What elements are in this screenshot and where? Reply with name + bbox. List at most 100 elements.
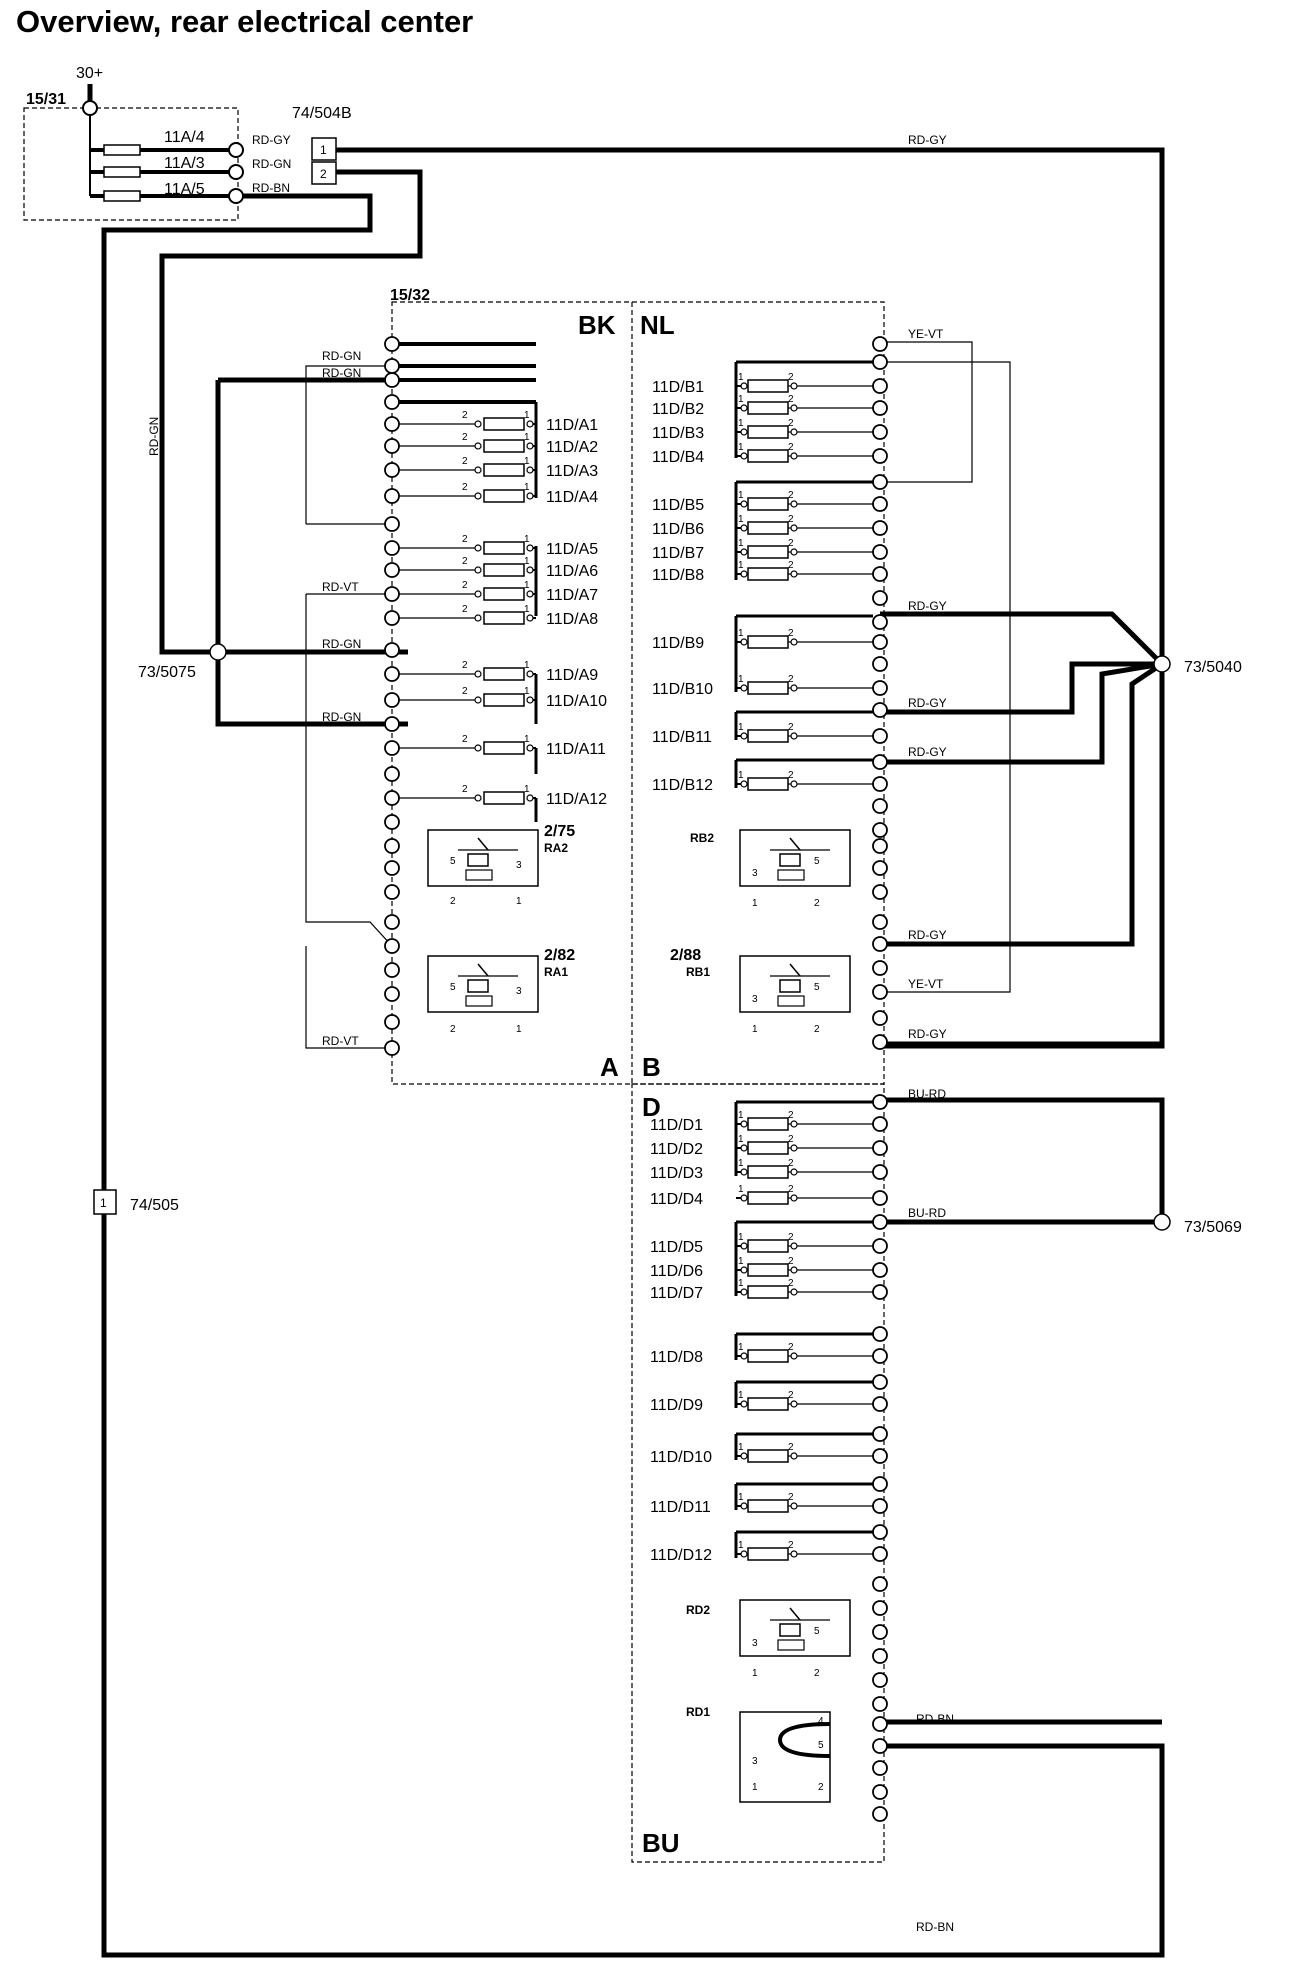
box-15-31-label: 15/31	[26, 91, 66, 108]
terminal-b	[872, 614, 888, 630]
pin-number: 1	[738, 1256, 744, 1267]
terminal-b	[872, 656, 888, 672]
fuse	[747, 425, 789, 439]
pin-number: 2	[462, 734, 468, 745]
pin-number: 2	[788, 1278, 794, 1289]
fuse-label-b: 11D/B11	[652, 729, 712, 746]
relay-ra2-label: RA2	[544, 841, 568, 855]
fuse	[483, 541, 525, 555]
pin-number: 2	[450, 896, 456, 907]
thin-wires	[305, 341, 1011, 1049]
terminal-a	[384, 610, 400, 626]
pin-number: 2	[788, 514, 794, 525]
pin-number: 1	[738, 674, 744, 685]
terminal-a	[384, 438, 400, 454]
pin-number: 1	[738, 1540, 744, 1551]
section-b-label: B	[642, 1052, 661, 1082]
terminal-d	[872, 1396, 888, 1412]
pin-number: 1	[738, 394, 744, 405]
pin-number: 2	[462, 580, 468, 591]
fuse-pin	[790, 1400, 798, 1408]
fuse-pin	[526, 492, 534, 500]
pin-number: 5	[814, 982, 820, 993]
terminal-d	[872, 1624, 888, 1640]
pin-number: 1	[738, 1184, 744, 1195]
relay	[739, 955, 851, 1013]
terminal-d	[872, 1164, 888, 1180]
fuse	[747, 681, 789, 695]
pin-number: 2	[320, 167, 327, 181]
pin-number: 1	[738, 1134, 744, 1145]
fuse	[747, 521, 789, 535]
terminal-d	[872, 1576, 888, 1592]
fuse-label-b: 11D/B4	[652, 449, 704, 466]
pin-number: 2	[462, 604, 468, 615]
fuse-label-a: 11D/A11	[546, 741, 606, 758]
main-fuse-block	[82, 100, 244, 204]
pin-number: 1	[738, 1110, 744, 1121]
terminal-b	[872, 634, 888, 650]
relay	[739, 829, 851, 887]
pin-number: 1	[524, 580, 530, 591]
fuse-pin	[790, 1242, 798, 1250]
relay-rb1-label: RB1	[686, 965, 710, 979]
terminal-b	[872, 1010, 888, 1026]
pin-number: 2	[788, 418, 794, 429]
fuse-pin	[740, 1120, 748, 1128]
terminal-a	[384, 516, 400, 532]
terminal-d	[872, 1190, 888, 1206]
fuse-pin	[740, 1168, 748, 1176]
fuse-pin	[526, 744, 534, 752]
fuse-label-b: 11D/B9	[652, 635, 704, 652]
section-a-label: A	[600, 1052, 619, 1082]
pin-number: 1	[738, 372, 744, 383]
fuse	[483, 791, 525, 805]
fuse	[747, 497, 789, 511]
fuse-pin	[740, 684, 748, 692]
pin-number: 1	[752, 1668, 758, 1679]
pin-number: 1	[738, 1442, 744, 1453]
terminal-d	[872, 1760, 888, 1776]
terminal-d	[872, 1600, 888, 1616]
pin-number: 1	[738, 1342, 744, 1353]
fuse-pin	[790, 780, 798, 788]
terminal-a	[384, 562, 400, 578]
pin-number: 3	[516, 986, 522, 997]
fuse-pin	[474, 566, 482, 574]
fuse	[747, 379, 789, 393]
terminal-d	[872, 1448, 888, 1464]
splice-73-5075	[209, 643, 227, 661]
pin-number: 2	[788, 372, 794, 383]
fuse-pin	[790, 1266, 798, 1274]
wire-label-rd-gn: RD-GN	[322, 349, 361, 363]
wire-label-rd-bn: RD-BN	[252, 181, 290, 195]
fuse-label-d: 11D/D10	[650, 1449, 712, 1466]
fuse-pin	[740, 570, 748, 578]
terminal-a	[384, 394, 400, 410]
splice-73-5069	[1153, 1213, 1171, 1231]
connector-74-505: 1	[93, 1189, 117, 1215]
pin-number: 1	[738, 1492, 744, 1503]
terminal-b	[872, 960, 888, 976]
pin-number: 1	[320, 143, 327, 157]
fuse-label-a: 11D/A4	[546, 489, 598, 506]
fuse-pin	[740, 1400, 748, 1408]
main-wires	[87, 84, 1165, 1958]
fuse	[747, 1285, 789, 1299]
terminal-b	[872, 884, 888, 900]
fuse-label-a: 11D/A3	[546, 463, 598, 480]
wire-label-ye-vt: YE-VT	[908, 977, 944, 991]
fuse-pin	[790, 1452, 798, 1460]
pin-number: 1	[738, 514, 744, 525]
pin-number: 2	[788, 722, 794, 733]
pin-number: 3	[752, 994, 758, 1005]
pin-number: 1	[752, 898, 758, 909]
pin-number: 1	[100, 1196, 107, 1210]
terminal-d	[872, 1238, 888, 1254]
pin-number: 1	[738, 1232, 744, 1243]
pin-number: 5	[450, 982, 456, 993]
fuse-pin	[740, 1452, 748, 1460]
terminal-a	[384, 358, 400, 374]
relay-rb2-label: RB2	[690, 831, 714, 845]
terminal-a	[384, 838, 400, 854]
